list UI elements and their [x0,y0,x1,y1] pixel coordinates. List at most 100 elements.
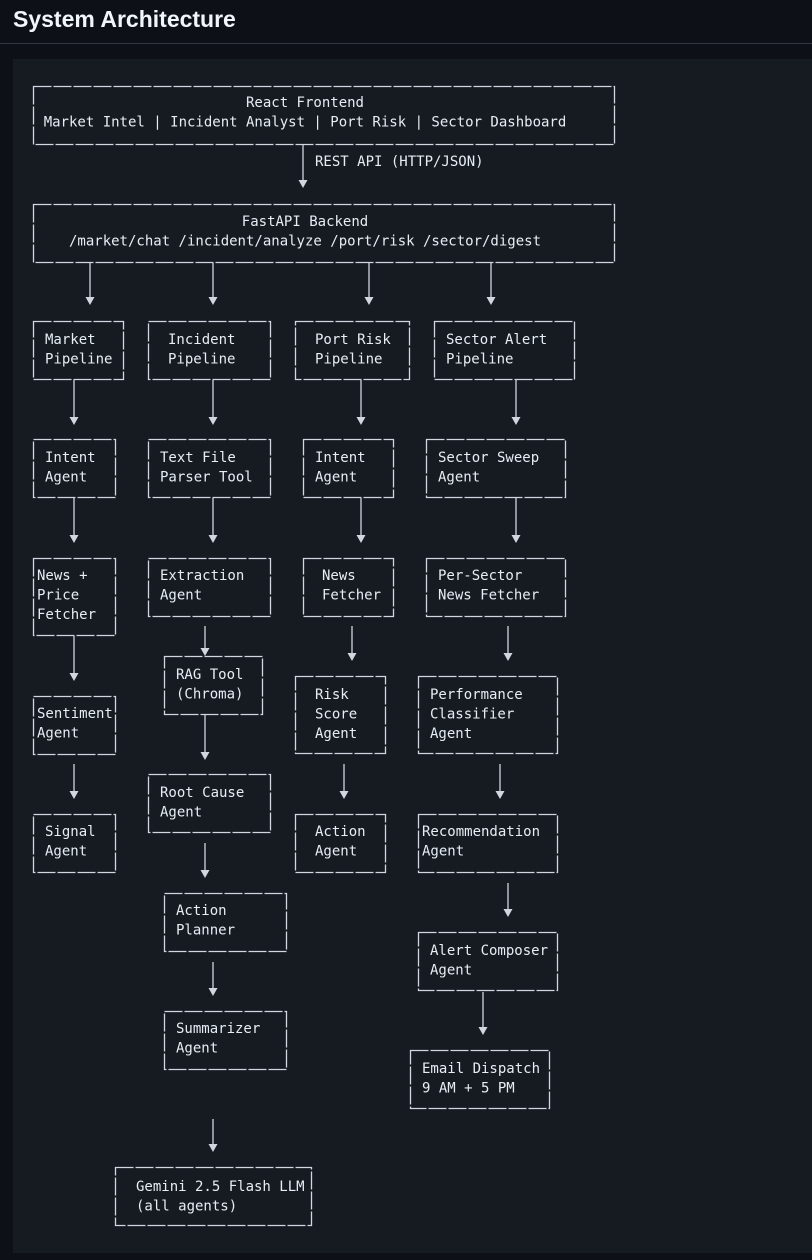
rest-api-edge-label: REST API (HTTP/JSON) [315,154,484,170]
i-summ-label: Summarizer [176,1021,260,1037]
flow-arrow [208,263,218,305]
sec-pipe-label: Pipeline [446,352,513,368]
flow-arrow [511,498,521,543]
market-pipe-label: Market [45,332,96,348]
flow-arrow [356,380,366,425]
gemini-label: Gemini 2.5 Flash LLM [136,1179,305,1195]
m-signal-label: Signal [45,824,96,840]
i-rag-box: RAG Tool(Chroma) [163,655,264,716]
s-alert-label: Alert Composer [430,943,548,959]
p-action-label: Action [315,824,366,840]
p-risk-label: Agent [315,726,357,742]
m-sent-label: Agent [37,726,79,742]
flow-arrow [208,962,218,996]
s-email-box: Email Dispatch 9 AM + 5 PM [409,1049,551,1110]
flow-arrow [503,626,513,661]
m-intent-label: Intent [45,450,96,466]
flow-arrow [486,263,496,305]
gemini-label: (all agents) [136,1199,237,1215]
port-pipe-label: Pipeline [315,352,382,368]
header-divider [0,43,812,44]
s-alert-label: Agent [430,963,472,979]
s-news-label: Per-Sector [438,568,522,584]
m-news-label: Price [37,588,79,604]
p-risk-label: Score [315,707,357,723]
flow-arrow [356,498,366,543]
flow-arrow [478,992,488,1035]
flow-arrow [69,636,79,681]
backend-label: /market/chat /incident/analyze /port/ris… [69,234,541,250]
frontend-label: React Frontend [246,95,364,111]
p-intent-label: Intent [315,450,366,466]
i-rag-label: (Chroma) [176,687,243,703]
p-news-label: Fetcher [322,588,381,604]
i-action-label: Planner [176,923,235,939]
m-news-label: Fetcher [37,607,96,623]
s-perf-label: Classifier [430,707,514,723]
p-risk-label: Risk [315,687,349,703]
flow-arrow [208,1119,218,1152]
page-title: System Architecture [13,6,236,32]
p-intent-label: Agent [315,470,357,486]
inc-pipe-label: Pipeline [168,352,235,368]
s-sweep-label: Sector Sweep [438,450,539,466]
m-signal-label: Agent [45,844,87,860]
flow-arrow [200,715,210,760]
gemini-box: Gemini 2.5 Flash LLM (all agents) [114,1166,313,1227]
i-summ-label: Agent [176,1041,218,1057]
flow-arrow [85,263,95,305]
i-root-label: Agent [160,805,202,821]
flow-arrow [495,764,505,799]
i-parser-label: Parser Tool [160,470,253,486]
flow-arrow [200,626,210,656]
flow-arrow [208,380,218,425]
flow-arrow [69,498,79,543]
flow-arrow [298,145,308,188]
flow-arrow [69,764,79,799]
backend-label: FastAPI Backend [242,214,368,230]
flow-arrow [503,883,513,917]
flow-arrow [208,498,218,543]
flow-arrow [200,843,210,878]
flow-arrow [511,380,521,425]
flow-arrow [339,764,349,799]
s-sweep-label: Agent [438,470,480,486]
flow-arrow [364,263,374,305]
i-parser-label: Text File [160,450,236,466]
frontend-label: Market Intel | Incident Analyst | Port R… [44,115,567,131]
s-email-label: 9 AM + 5 PM [422,1081,515,1097]
i-extract-label: Extraction [160,568,244,584]
m-news-label: News + [37,568,88,584]
s-perf-label: Performance [430,687,523,703]
s-email-label: Email Dispatch [422,1061,540,1077]
s-rec-label: Agent [422,844,464,860]
flow-arrow [69,380,79,425]
diagram-panel [13,59,812,1253]
i-extract-label: Agent [160,588,202,604]
m-sent-label: Sentiment [37,706,113,722]
i-root-label: Root Cause [160,785,244,801]
i-action-label: Action [176,903,227,919]
port-pipe-label: Port Risk [315,332,391,348]
market-pipe-label: Pipeline [45,352,112,368]
sec-pipe-label: Sector Alert [446,332,547,348]
backend-box: FastAPI Backend/market/chat /incident/an… [32,203,616,264]
